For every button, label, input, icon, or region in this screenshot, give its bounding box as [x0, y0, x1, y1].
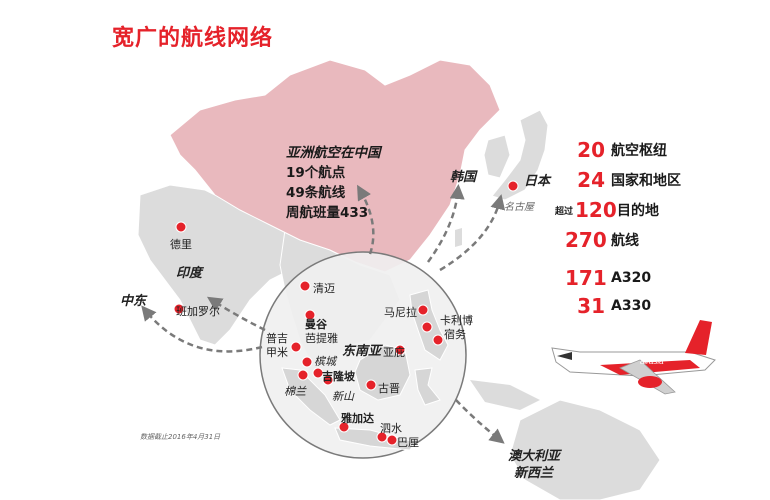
city-dot-japan	[507, 180, 519, 192]
city-dot-kalibo	[421, 321, 433, 333]
route-arrow-japan	[439, 194, 506, 272]
city-label-nagoya: 名古屋	[504, 202, 534, 213]
korea-land	[483, 134, 511, 179]
city-label-singapore: 新山	[332, 390, 354, 403]
city-label-kalibo-2: 宿务	[444, 328, 466, 341]
aircraft-image: airasia	[551, 320, 716, 395]
city-label-penang: 槟城	[314, 355, 336, 368]
japan-land	[491, 109, 549, 201]
city-label-kuala-lumpur: 吉隆坡	[322, 370, 355, 383]
page-title: 宽广的航线网络	[112, 26, 274, 51]
aircraft-livery: airasia	[640, 357, 664, 366]
city-label-surabaya: 泗水	[380, 422, 402, 435]
city-label-kota-kinabalu: 亚庇	[383, 346, 405, 359]
city-dot-phuket	[290, 341, 302, 353]
png-land	[470, 380, 540, 410]
city-label-bangkok: 曼谷	[305, 318, 327, 331]
city-dot-manila	[417, 304, 429, 316]
city-dot-surabaya	[376, 431, 388, 443]
city-dot-delhi	[175, 221, 187, 233]
china-land	[169, 59, 501, 273]
route-arrow-korea	[426, 184, 465, 263]
stat-number: 120	[575, 198, 617, 222]
stat-number: 20	[577, 138, 605, 162]
china-line-4: 周航班量433	[286, 205, 369, 221]
city-label-manila: 马尼拉	[384, 306, 417, 319]
route-arrow-china	[357, 184, 375, 255]
city-dot-kl	[312, 367, 324, 379]
city-label-kalibo-1: 卡利博	[440, 314, 473, 327]
city-label-phuket-2: 甲米	[266, 346, 288, 359]
stat-row: 20 航空枢纽	[565, 138, 667, 162]
china-line-1: 亚洲航空在中国	[286, 145, 381, 161]
route-arrow-middle-east	[141, 305, 263, 353]
city-dot-bali	[386, 434, 398, 446]
stat-label: 航空枢纽	[611, 143, 667, 159]
stat-number: 171	[565, 266, 607, 290]
city-label-bali: 巴厘	[397, 436, 419, 449]
stat-label: A330	[611, 298, 652, 314]
region-label-korea: 韩国	[450, 170, 477, 185]
china-line-2: 19个航点	[286, 165, 346, 181]
city-dot-bangkok	[304, 309, 316, 321]
city-dot-bangalore	[173, 303, 185, 315]
region-label-japan: 日本	[524, 174, 551, 189]
stat-label: 目的地	[617, 203, 660, 219]
stat-label: 国家和地区	[611, 173, 681, 189]
stat-label: A320	[611, 270, 652, 286]
city-dot-singapore	[322, 374, 334, 386]
route-arrow-india	[206, 296, 266, 332]
city-label-pattaya: 芭提雅	[305, 332, 338, 345]
city-dot-kuching	[365, 379, 377, 391]
region-label-sea: 东南亚	[342, 344, 382, 359]
engine-icon	[638, 376, 662, 388]
city-label-bangalore: 班加罗尔	[176, 305, 220, 318]
data-date-note: 数据截止2016年4月31日	[140, 433, 221, 441]
city-dot-medan	[297, 369, 309, 381]
city-dot-penang	[301, 356, 313, 368]
region-label-australia: 澳大利亚	[508, 449, 561, 464]
stat-number: 24	[577, 168, 605, 192]
stat-label: 航线	[611, 233, 639, 249]
city-label-jakarta: 雅加达	[341, 412, 374, 425]
city-label-phuket-1: 普吉	[266, 332, 288, 345]
stat-number: 31	[577, 294, 605, 318]
city-label-delhi: 德里	[170, 238, 192, 251]
stat-prefix: 超过	[555, 206, 574, 217]
region-label-new-zealand: 新西兰	[514, 466, 554, 481]
china-line-3: 49条航线	[286, 185, 346, 201]
taiwan-land	[455, 228, 462, 247]
city-label-chiang-mai: 清迈	[313, 282, 335, 295]
city-label-medan: 棉兰	[284, 385, 306, 398]
city-label-kuching: 古晋	[378, 382, 400, 395]
city-dot-cebu	[432, 334, 444, 346]
stat-row: 31 A330	[565, 294, 651, 318]
region-label-middle-east: 中东	[120, 294, 147, 309]
city-dot-kota-kinabalu	[394, 344, 406, 356]
region-label-india: 印度	[176, 266, 203, 281]
city-dot-chiang-mai	[299, 280, 311, 292]
route-arrow-australia	[455, 399, 505, 444]
city-dot-jakarta	[338, 421, 350, 433]
sulawesi-land	[414, 367, 441, 406]
stat-number: 270	[565, 228, 607, 252]
china-summary: 亚洲航空在中国 19个航点 49条航线 周航班量433	[286, 143, 381, 223]
stat-row: 24 国家和地区	[565, 168, 681, 192]
australia-land	[509, 399, 661, 500]
